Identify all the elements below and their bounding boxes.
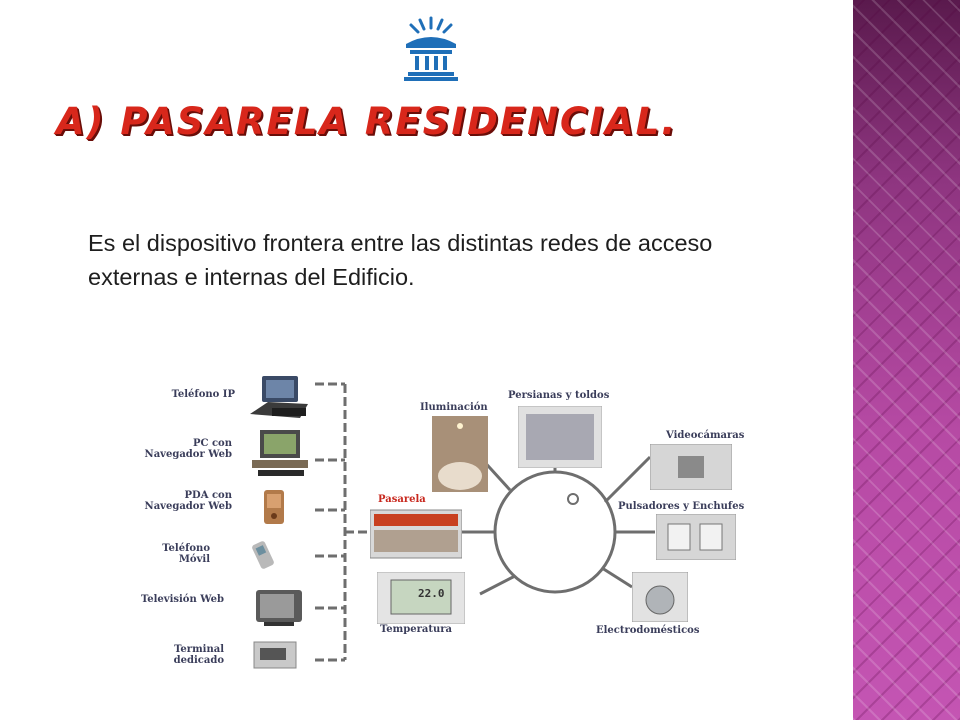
label-temperature: Temperatura xyxy=(380,624,452,635)
label-blinds: Persianas y toldos xyxy=(508,390,610,401)
label-mobile: Teléfono Móvil xyxy=(162,543,210,565)
gateway-device-icon xyxy=(370,509,462,559)
label-lighting: Iluminación xyxy=(420,402,488,413)
switch-icon xyxy=(656,514,736,560)
mobile-phone-icon xyxy=(252,541,274,569)
diagram-connection-lines xyxy=(315,382,655,662)
label-pda-web: PDA con Navegador Web xyxy=(144,490,232,512)
residential-gateway-diagram: Teléfono IP PC con Navegador Web PDA con… xyxy=(140,372,790,682)
blinds-icon xyxy=(518,406,602,468)
label-cameras: Videocámaras xyxy=(666,430,745,441)
label-switches: Pulsadores y Enchufes xyxy=(618,501,745,512)
tv-icon xyxy=(256,590,302,626)
label-terminal: Terminal dedicado xyxy=(173,644,224,666)
light-icon xyxy=(432,416,488,492)
camera-icon xyxy=(650,444,732,490)
label-gateway: Pasarela xyxy=(378,494,426,505)
pc-icon xyxy=(252,430,308,476)
label-pc-web: PC con Navegador Web xyxy=(144,438,232,460)
temple-logo-icon xyxy=(404,16,458,81)
pda-icon xyxy=(264,490,284,524)
terminal-icon xyxy=(253,641,297,669)
thermostat-display-value: 22.0 xyxy=(418,587,445,600)
label-ip-phone: Teléfono IP xyxy=(171,389,235,400)
label-web-tv: Televisión Web xyxy=(140,594,224,605)
slide-title: A) PASARELA RESIDENCIAL. xyxy=(56,100,678,143)
thermostat-icon xyxy=(377,572,465,624)
slide-body-text: Es el dispositivo frontera entre las dis… xyxy=(88,230,713,290)
washer-icon xyxy=(632,572,688,622)
decorative-side-band xyxy=(853,0,960,720)
ip-phone-icon xyxy=(250,376,308,418)
label-appliances: Electrodomésticos xyxy=(596,625,700,636)
